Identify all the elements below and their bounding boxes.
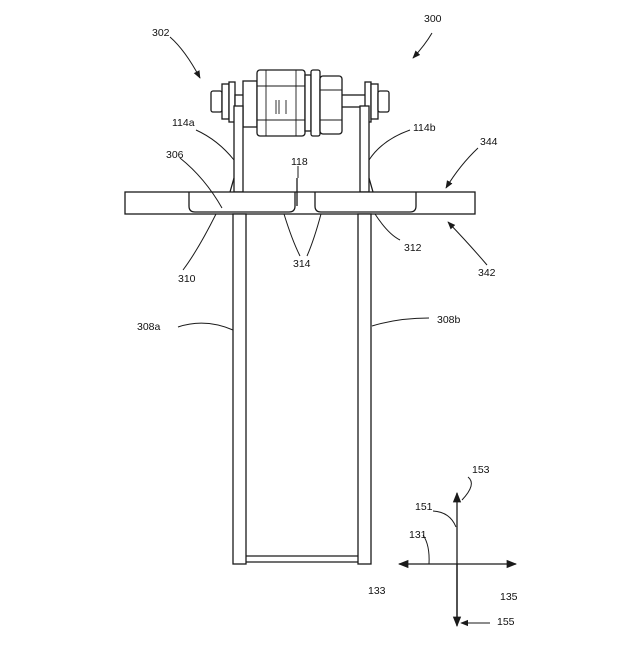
label-344: 344 xyxy=(480,136,498,148)
label-302: 302 xyxy=(152,27,170,39)
base-plate xyxy=(125,178,475,214)
label-300: 300 xyxy=(424,13,442,25)
label-114b: 114b xyxy=(413,122,436,134)
label-131: 131 xyxy=(409,529,427,541)
label-310: 310 xyxy=(178,273,196,285)
label-342: 342 xyxy=(478,267,496,279)
washer-right-outer xyxy=(371,84,378,119)
leg-308a xyxy=(233,214,246,564)
washer-left-outer xyxy=(222,84,229,119)
collar-a xyxy=(305,75,311,131)
leg-308b xyxy=(358,214,371,564)
collar-b xyxy=(311,70,320,136)
label-314: 314 xyxy=(293,258,311,270)
label-308a: 308a xyxy=(137,321,161,333)
label-151: 151 xyxy=(415,501,433,513)
spacer-right xyxy=(320,76,342,134)
label-312: 312 xyxy=(404,242,422,254)
label-308b: 308b xyxy=(437,314,461,326)
spacer-left xyxy=(243,81,257,127)
label-306: 306 xyxy=(166,149,184,161)
label-153: 153 xyxy=(472,464,490,476)
plate-114b xyxy=(360,106,369,192)
nut-right xyxy=(378,91,389,112)
label-155: 155 xyxy=(497,616,515,628)
plate-body xyxy=(125,192,475,214)
bolt-head-left xyxy=(211,91,222,112)
label-133: 133 xyxy=(368,585,386,597)
label-114a: 114a xyxy=(172,117,195,129)
plate-114a xyxy=(234,106,243,192)
label-135: 135 xyxy=(500,591,518,603)
central-hub xyxy=(257,70,305,136)
coordinate-axes xyxy=(399,477,516,626)
label-118: 118 xyxy=(291,156,308,168)
